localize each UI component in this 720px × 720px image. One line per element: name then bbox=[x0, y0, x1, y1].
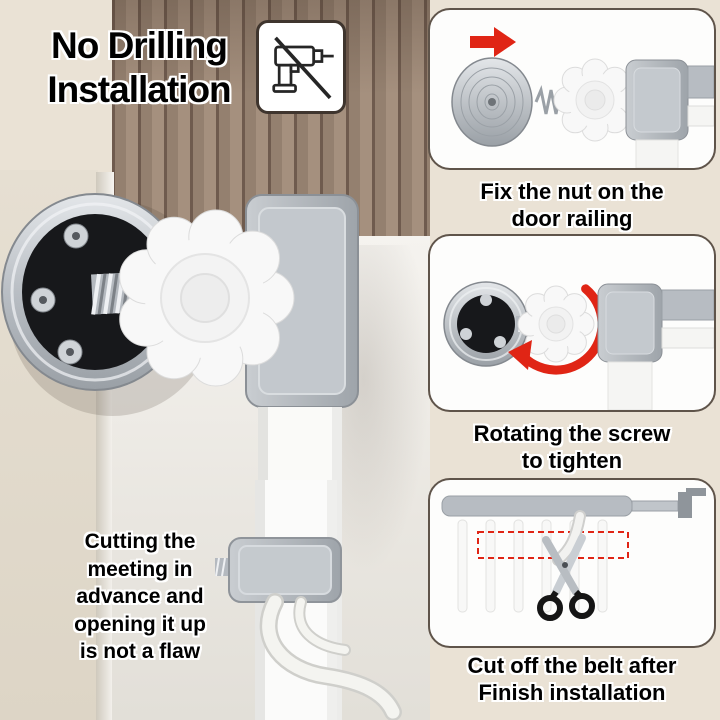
tightening-knob bbox=[119, 209, 295, 387]
post-stub bbox=[607, 361, 653, 410]
title-line-2: Installation bbox=[47, 69, 231, 110]
scissors-icon bbox=[537, 534, 595, 621]
note-line-5: is not a flaw bbox=[79, 640, 201, 663]
step2-caption-line2: to tighten bbox=[521, 448, 623, 473]
step-panel-2 bbox=[428, 234, 716, 412]
note-line-4: opening it up bbox=[74, 612, 206, 636]
bracket-small bbox=[625, 59, 689, 141]
note-line-3: advance and bbox=[76, 585, 204, 608]
step2-caption: Rotating the screw to tighten bbox=[428, 420, 716, 474]
no-drilling-icon bbox=[272, 36, 334, 100]
step3-caption-line2: Finish installation bbox=[478, 680, 666, 705]
disc-side-view bbox=[451, 57, 533, 147]
step-panel-3 bbox=[428, 478, 716, 648]
step2-caption-line1: Rotating the screw bbox=[473, 421, 671, 446]
note-text: Cutting the meeting in advance and openi… bbox=[44, 528, 236, 666]
step3-caption-line1: Cut off the belt after bbox=[467, 653, 677, 678]
belt-fitting-photo bbox=[215, 480, 402, 720]
knob-small bbox=[517, 285, 595, 363]
main-product-photo bbox=[1, 193, 359, 720]
red-arrow-icon bbox=[470, 27, 516, 57]
step1-illustration bbox=[451, 27, 714, 168]
disc-front-view bbox=[443, 281, 529, 367]
rail-gray bbox=[687, 65, 714, 99]
step3-caption: Cut off the belt after Finish installati… bbox=[428, 652, 716, 706]
page-title: No Drilling Installation bbox=[14, 24, 264, 112]
step1-caption-line1: Fix the nut on the bbox=[480, 179, 664, 204]
note-line-2: meeting in bbox=[87, 557, 193, 581]
step-panel-1 bbox=[428, 8, 716, 170]
bracket-small bbox=[597, 283, 663, 363]
post-stub bbox=[635, 139, 679, 168]
step1-caption-line2: door railing bbox=[511, 206, 633, 231]
title-line-1: No Drilling bbox=[50, 25, 228, 66]
note-line-1: Cutting the bbox=[84, 530, 196, 553]
rail-white bbox=[687, 105, 714, 127]
rail-white bbox=[661, 327, 714, 349]
step1-caption: Fix the nut on the door railing bbox=[428, 178, 716, 232]
gate-top-rail bbox=[441, 488, 706, 518]
no-drilling-badge bbox=[256, 20, 346, 114]
shipping-belt bbox=[259, 593, 402, 720]
lower-bracket bbox=[215, 537, 342, 603]
step2-illustration bbox=[443, 281, 714, 410]
step3-illustration bbox=[441, 488, 706, 621]
knob-small bbox=[553, 58, 637, 142]
belt-strap bbox=[552, 510, 586, 566]
rail-gray bbox=[661, 289, 714, 321]
